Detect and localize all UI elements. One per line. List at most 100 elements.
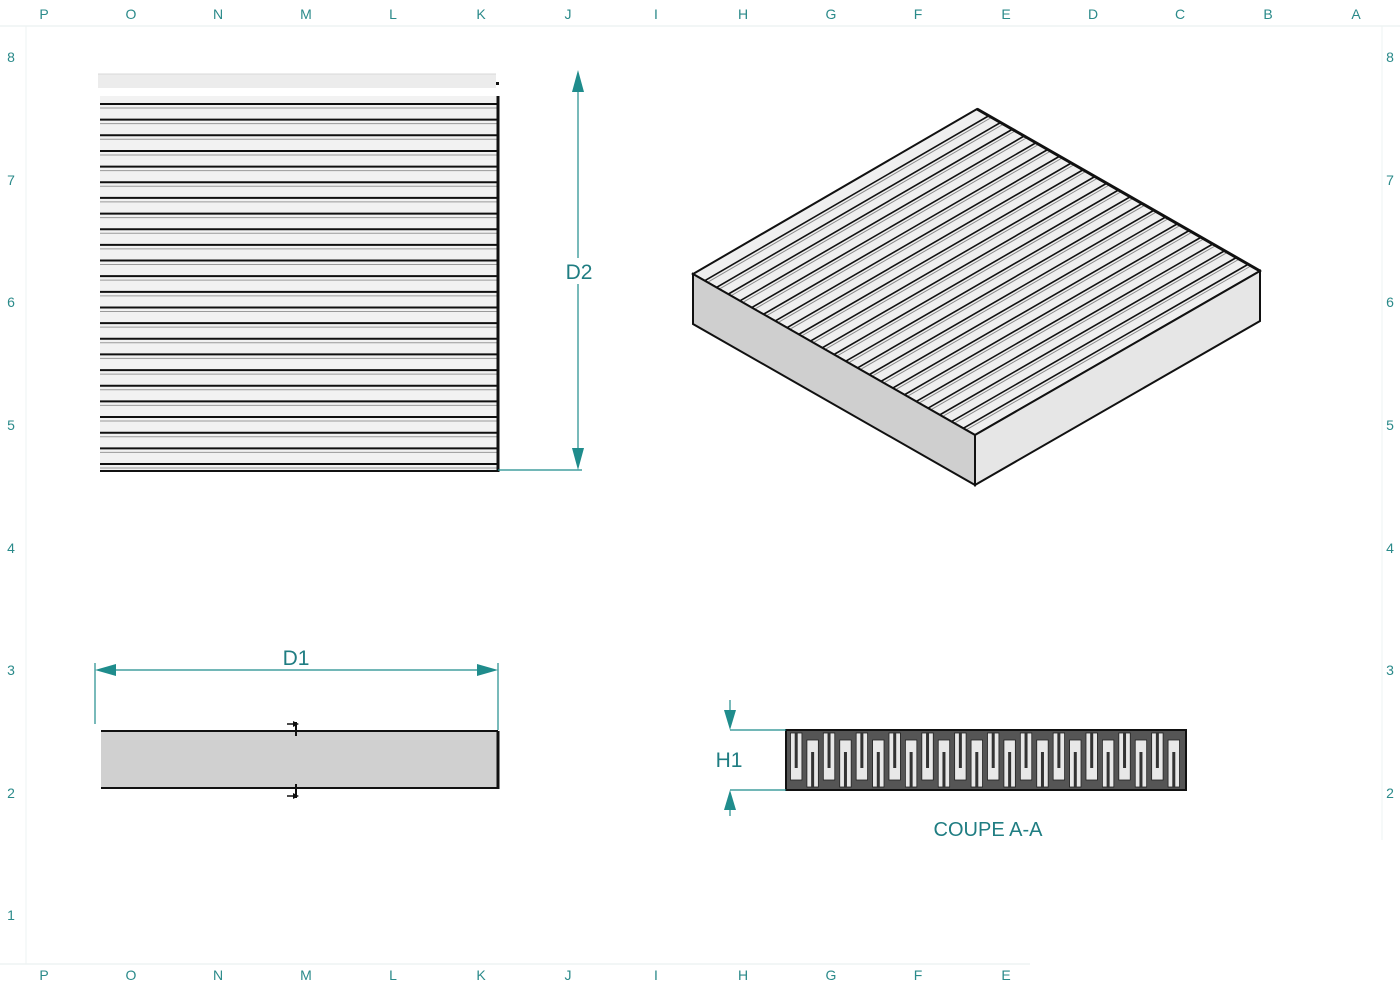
- iso-rib: [962, 263, 1249, 429]
- zone-row-right-6: 6: [1386, 294, 1394, 310]
- section-wall: [1123, 733, 1127, 768]
- iso-rib: [810, 175, 1096, 342]
- section-wall: [1008, 752, 1012, 787]
- zone-col-bottom-k: K: [476, 967, 486, 983]
- section-wall: [1073, 752, 1077, 787]
- d1-arrow-left: [95, 664, 116, 676]
- iso-rib-shadow: [707, 116, 993, 283]
- iso-rib: [751, 142, 1037, 309]
- isometric-view: [690, 107, 1263, 487]
- iso-rib-shadow: [895, 224, 1181, 390]
- zone-col-bottom-g: G: [826, 967, 837, 983]
- dimension-h1: H1: [716, 700, 786, 816]
- iso-rib: [763, 148, 1049, 315]
- iso-rib-shadow: [801, 170, 1087, 337]
- zone-col-top-o: O: [126, 6, 137, 22]
- iso-rib: [774, 155, 1060, 322]
- iso-rib: [833, 189, 1119, 356]
- zone-labels-right: 8 7 6 5 4 3 2: [1386, 49, 1394, 801]
- zone-border: [0, 25, 1400, 965]
- section-wall: [1172, 752, 1176, 787]
- section-wall: [991, 733, 995, 768]
- zone-row-right-4: 4: [1386, 540, 1394, 556]
- d2-arrow-top: [572, 70, 584, 92]
- zone-row-left-6: 6: [7, 294, 15, 310]
- iso-side-face: [974, 269, 1261, 487]
- zone-row-left-1: 1: [7, 907, 15, 923]
- zone-col-top-e: E: [1001, 6, 1010, 22]
- dimension-d1: D1: [94, 647, 499, 730]
- iso-rib-shadow: [766, 150, 1052, 317]
- iso-rib: [857, 202, 1143, 369]
- iso-rib: [892, 223, 1178, 389]
- d2-arrow-bottom: [572, 448, 584, 470]
- section-wall: [926, 733, 930, 768]
- zone-col-top-h: H: [738, 6, 748, 22]
- zone-row-right-8: 8: [1386, 49, 1394, 65]
- iso-rib-shadow: [742, 137, 1028, 303]
- zone-row-right-5: 5: [1386, 417, 1394, 433]
- section-wall: [975, 752, 979, 787]
- section-wall: [942, 752, 946, 787]
- section-wall: [794, 733, 798, 768]
- iso-ribs: [704, 115, 1252, 431]
- iso-rib: [716, 121, 1001, 289]
- iso-rib-shadow: [719, 123, 1004, 290]
- section-cells: [790, 732, 1180, 788]
- d1-arrow-right: [477, 664, 498, 676]
- iso-rib-shadow: [813, 177, 1099, 344]
- section-wall: [1139, 752, 1143, 787]
- zone-row-left-7: 7: [7, 172, 15, 188]
- iso-rib-shadow: [836, 191, 1122, 357]
- zone-row-right-2: 2: [1386, 785, 1394, 801]
- zone-col-bottom-m: M: [300, 967, 312, 983]
- iso-rib: [927, 243, 1214, 409]
- zone-col-top-f: F: [914, 6, 923, 22]
- zone-col-top-n: N: [213, 6, 223, 22]
- iso-rib-shadow: [907, 231, 1193, 397]
- iso-rib-shadow: [954, 258, 1240, 424]
- zone-col-top-j: J: [565, 6, 572, 22]
- front-view-body: [101, 731, 498, 788]
- h1-label: H1: [716, 749, 743, 772]
- iso-rib-shadow: [966, 265, 1252, 431]
- d1-label: D1: [283, 647, 310, 670]
- iso-rib: [939, 250, 1226, 416]
- section-wall: [958, 733, 962, 768]
- section-wall: [827, 733, 831, 768]
- iso-rib-shadow: [871, 211, 1158, 377]
- zone-col-bottom-n: N: [213, 967, 223, 983]
- iso-rib-shadow: [919, 238, 1205, 404]
- iso-rib-shadow: [860, 204, 1146, 370]
- section-view: [785, 729, 1187, 791]
- zone-row-right-3: 3: [1386, 662, 1394, 678]
- zone-col-top-i: I: [654, 6, 658, 22]
- iso-rib-shadow: [930, 245, 1217, 411]
- section-wall: [1040, 752, 1044, 787]
- section-wall: [843, 752, 847, 787]
- zone-row-right-7: 7: [1386, 172, 1394, 188]
- iso-rib: [951, 256, 1237, 423]
- zone-col-top-b: B: [1263, 6, 1272, 22]
- zone-col-bottom-l: L: [389, 967, 397, 983]
- iso-rib: [727, 128, 1013, 295]
- zone-row-left-3: 3: [7, 662, 15, 678]
- zone-col-top-c: C: [1175, 6, 1185, 22]
- zone-col-bottom-o: O: [126, 967, 137, 983]
- iso-rib: [880, 216, 1167, 383]
- section-wall: [893, 733, 897, 768]
- zone-col-bottom-p: P: [39, 967, 48, 983]
- iso-rib: [868, 209, 1155, 376]
- section-wall: [860, 733, 864, 768]
- section-wall: [1090, 733, 1094, 768]
- h1-arrow-bottom: [724, 790, 736, 810]
- section-wall: [1155, 733, 1159, 768]
- zone-col-bottom-j: J: [565, 967, 572, 983]
- iso-rib-shadow: [777, 157, 1063, 323]
- zone-row-left-4: 4: [7, 540, 15, 556]
- front-view: [101, 721, 500, 799]
